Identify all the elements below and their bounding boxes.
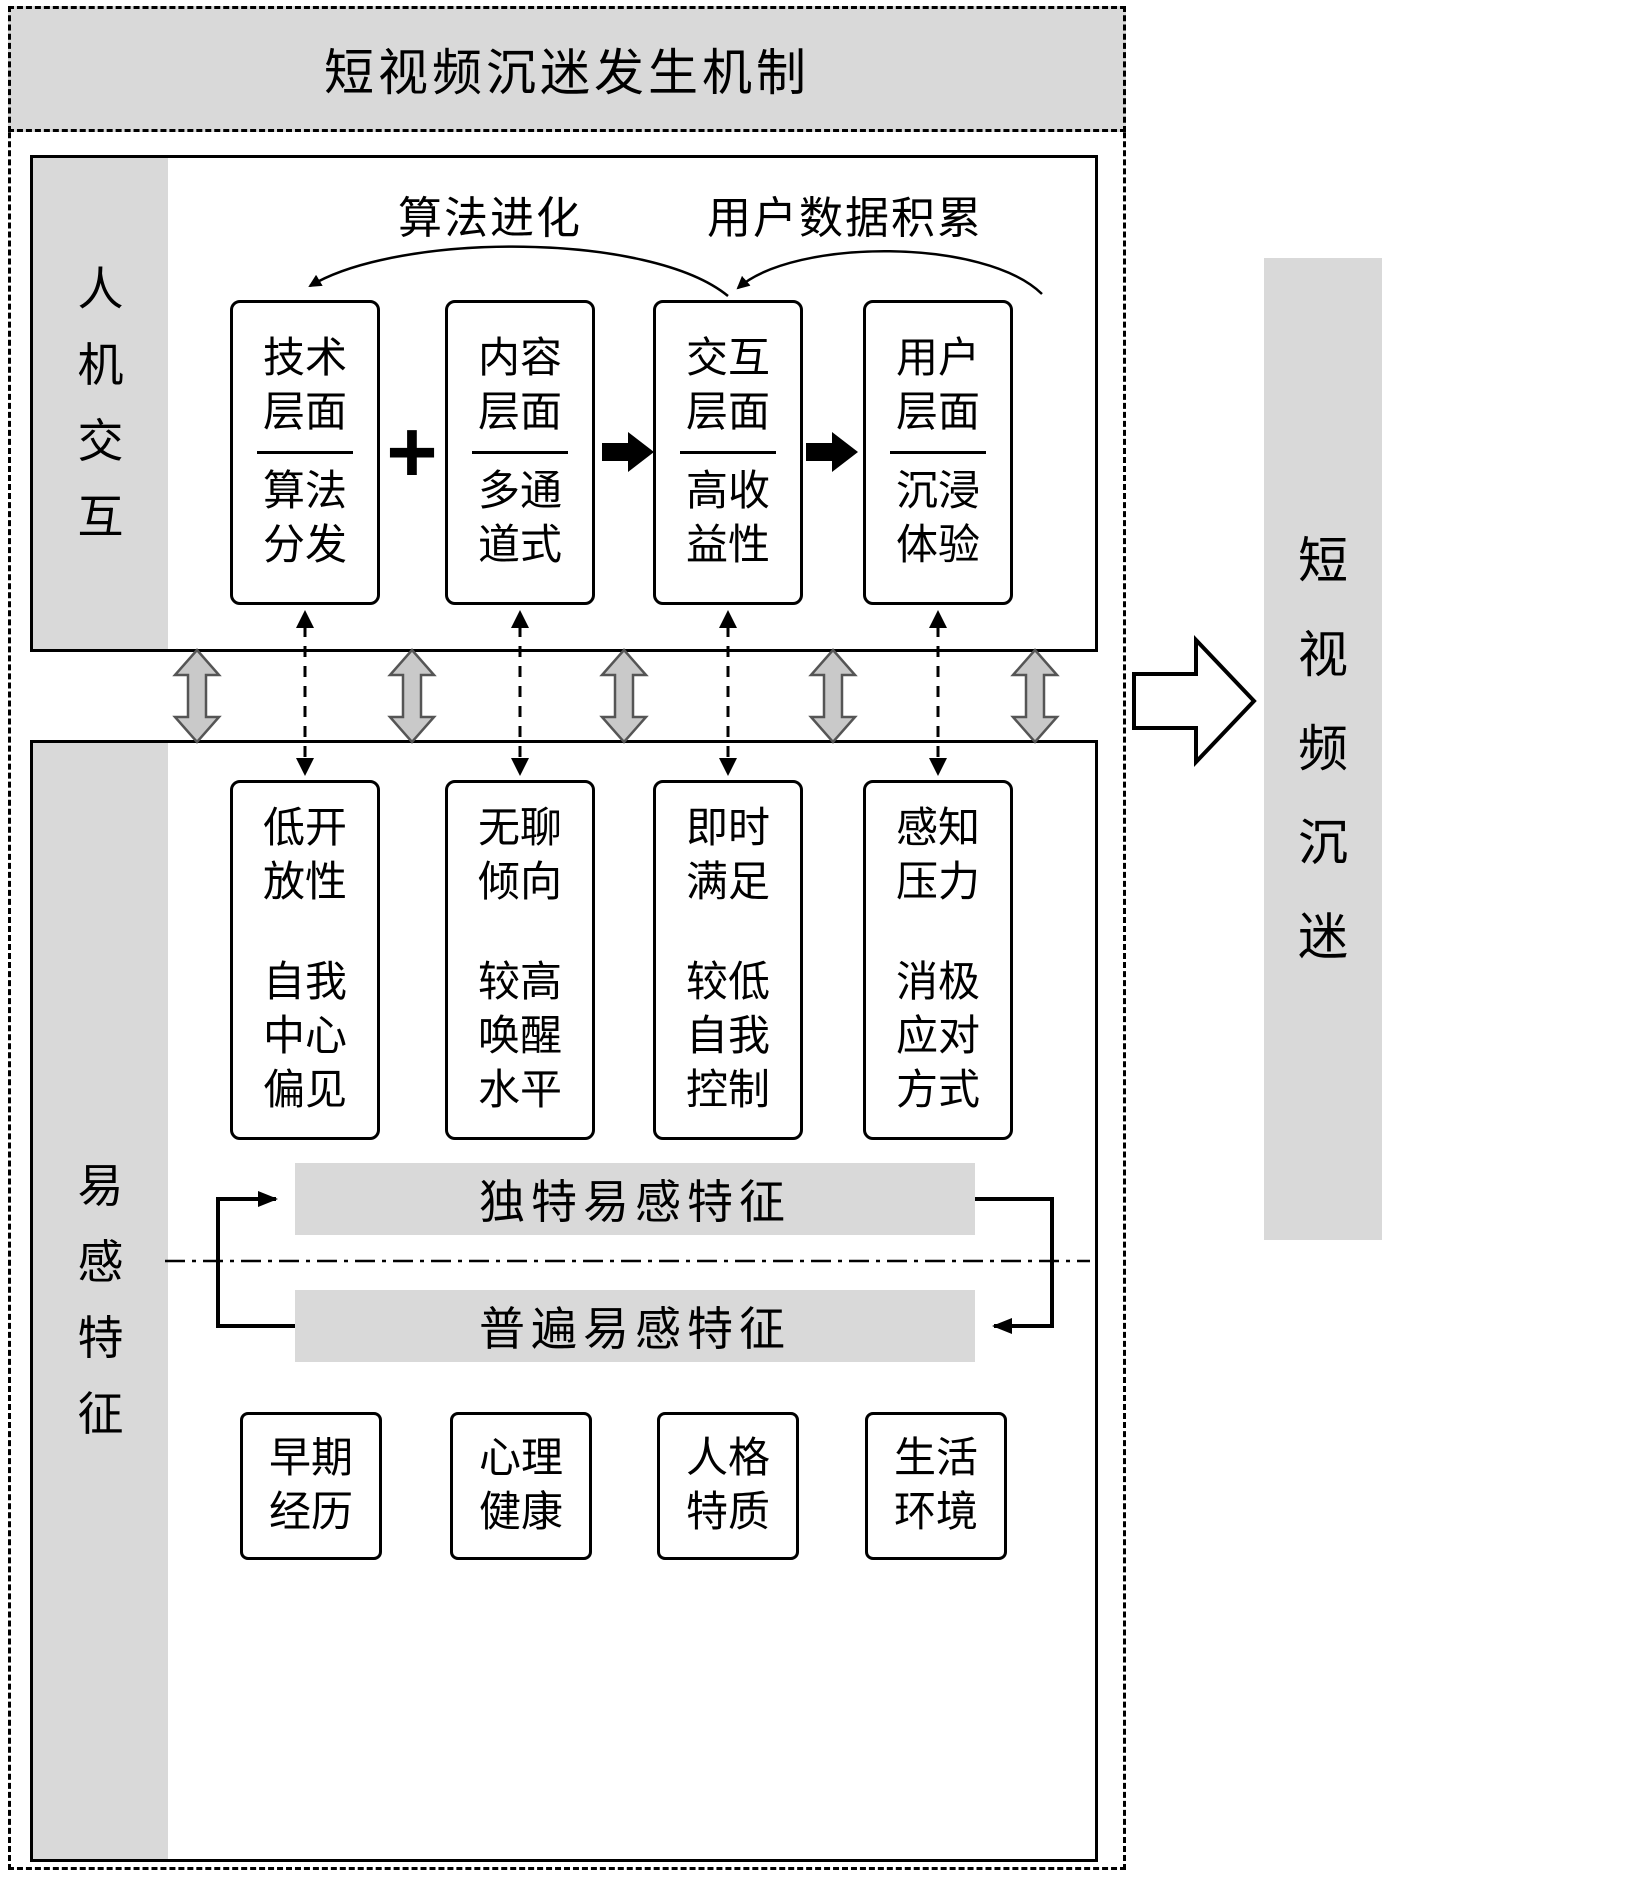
dashed-double-arrow (719, 610, 737, 776)
feedback-curve-arrows (308, 245, 1043, 297)
susceptibility-sidebar-label: 易感特征 (77, 1161, 124, 1440)
thick-right-arrow (806, 432, 858, 472)
hci-box-user-level: 用户 层面 沉浸 体验 (863, 300, 1013, 605)
thick-right-arrow (602, 432, 654, 472)
gray-double-arrow (1010, 648, 1060, 744)
box-line: 无聊 (477, 806, 562, 852)
box-divider (257, 451, 353, 454)
gray-double-arrow (808, 648, 858, 744)
box-line: 倾向 (477, 860, 562, 906)
algorithm-evolution-label: 算法进化 (398, 194, 582, 243)
box-line: 放性 (262, 860, 347, 906)
box-line: 层面 (477, 390, 562, 436)
box-line: 心理 (478, 1436, 563, 1482)
box-line: 交互 (685, 336, 770, 382)
box-line: 满足 (685, 860, 770, 906)
box-line: 即时 (685, 806, 770, 852)
box-line: 高收 (685, 469, 770, 515)
hci-box-interaction-level: 交互 层面 高收 益性 (653, 300, 803, 605)
unique-susceptibility-label: 独特易感特征 (479, 1177, 791, 1228)
outcome-label: 短视频沉迷 (1298, 533, 1348, 965)
base-box-environment: 生活 环境 (865, 1412, 1007, 1560)
gray-double-arrow (599, 648, 649, 744)
dashed-double-arrow (296, 610, 314, 776)
box-line: 中心 (262, 1014, 347, 1060)
box-divider (472, 451, 568, 454)
box-line: 道式 (477, 523, 562, 569)
box-line: 健康 (478, 1490, 563, 1536)
box-line: 自我 (685, 1014, 770, 1060)
unique-to-general-arrow (975, 1197, 1054, 1334)
box-line: 压力 (895, 860, 980, 906)
box-line: 沉浸 (895, 469, 980, 515)
box-line: 低开 (262, 806, 347, 852)
box-line: 人格 (685, 1436, 770, 1482)
gray-double-arrow (172, 648, 222, 744)
outcome-bar: 短视频沉迷 (1264, 258, 1382, 1240)
box-line: 多通 (477, 469, 562, 515)
box-line: 环境 (893, 1490, 978, 1536)
box-line: 感知 (895, 806, 980, 852)
hci-sidebar-label: 人机交互 (77, 263, 124, 543)
box-line: 方式 (895, 1068, 980, 1114)
general-susceptibility-bar: 普遍易感特征 (295, 1290, 975, 1362)
general-to-unique-arrow (216, 1191, 295, 1328)
user-data-accumulation-curve-arrow (736, 249, 1043, 295)
box-line: 较低 (685, 960, 770, 1006)
box-line: 唤醒 (477, 1014, 562, 1060)
box-line: 早期 (268, 1436, 353, 1482)
box-line: 层面 (685, 390, 770, 436)
gray-double-arrow (387, 648, 437, 744)
box-line: 算法 (262, 469, 347, 515)
algorithm-evolution-curve-arrow (308, 245, 729, 297)
susceptibility-box-boredom: 无聊 倾向 较高 唤醒 水平 (445, 780, 595, 1140)
susceptibility-box-stress: 感知 压力 消极 应对 方式 (863, 780, 1013, 1140)
box-line: 较高 (477, 960, 562, 1006)
susceptibility-box-openness: 低开 放性 自我 中心 偏见 (230, 780, 380, 1140)
box-line: 经历 (268, 1490, 353, 1536)
box-line: 体验 (895, 523, 980, 569)
dash-dot-divider (165, 1259, 1090, 1263)
box-line: 层面 (895, 390, 980, 436)
dashed-link-arrows (296, 610, 947, 776)
box-line: 层面 (262, 390, 347, 436)
box-divider (890, 451, 986, 454)
base-box-mental-health: 心理 健康 (450, 1412, 592, 1560)
box-line: 益性 (685, 523, 770, 569)
unique-susceptibility-bar: 独特易感特征 (295, 1163, 975, 1235)
box-line: 特质 (685, 1490, 770, 1536)
diagram-title-bar: 短视频沉迷发生机制 (8, 6, 1126, 132)
box-divider (680, 451, 776, 454)
box-line: 消极 (895, 960, 980, 1006)
susceptibility-sidebar: 易感特征 (33, 743, 168, 1859)
plus-operator: + (386, 402, 438, 501)
box-line: 内容 (477, 336, 562, 382)
susceptibility-box-gratification: 即时 满足 较低 自我 控制 (653, 780, 803, 1140)
hci-sidebar: 人机交互 (33, 158, 168, 649)
diagram-title: 短视频沉迷发生机制 (324, 45, 810, 101)
base-box-early-experience: 早期 经历 (240, 1412, 382, 1560)
box-line: 生活 (893, 1436, 978, 1482)
box-line: 自我 (262, 960, 347, 1006)
box-line: 控制 (685, 1068, 770, 1114)
box-line: 应对 (895, 1014, 980, 1060)
general-susceptibility-label: 普遍易感特征 (479, 1304, 791, 1355)
outcome-arrow (1132, 634, 1257, 768)
base-box-personality: 人格 特质 (657, 1412, 799, 1560)
dashed-double-arrow (511, 610, 529, 776)
hci-box-content-level: 内容 层面 多通 道式 (445, 300, 595, 605)
box-line: 偏见 (262, 1068, 347, 1114)
hci-box-technical-level: 技术 层面 算法 分发 (230, 300, 380, 605)
box-line: 分发 (262, 523, 347, 569)
dashed-double-arrow (929, 610, 947, 776)
bar-loop-arrows (216, 1191, 1054, 1334)
box-line: 用户 (895, 336, 980, 382)
box-line: 水平 (477, 1068, 562, 1114)
box-line: 技术 (262, 336, 347, 382)
user-data-accumulation-label: 用户数据积累 (707, 194, 983, 243)
